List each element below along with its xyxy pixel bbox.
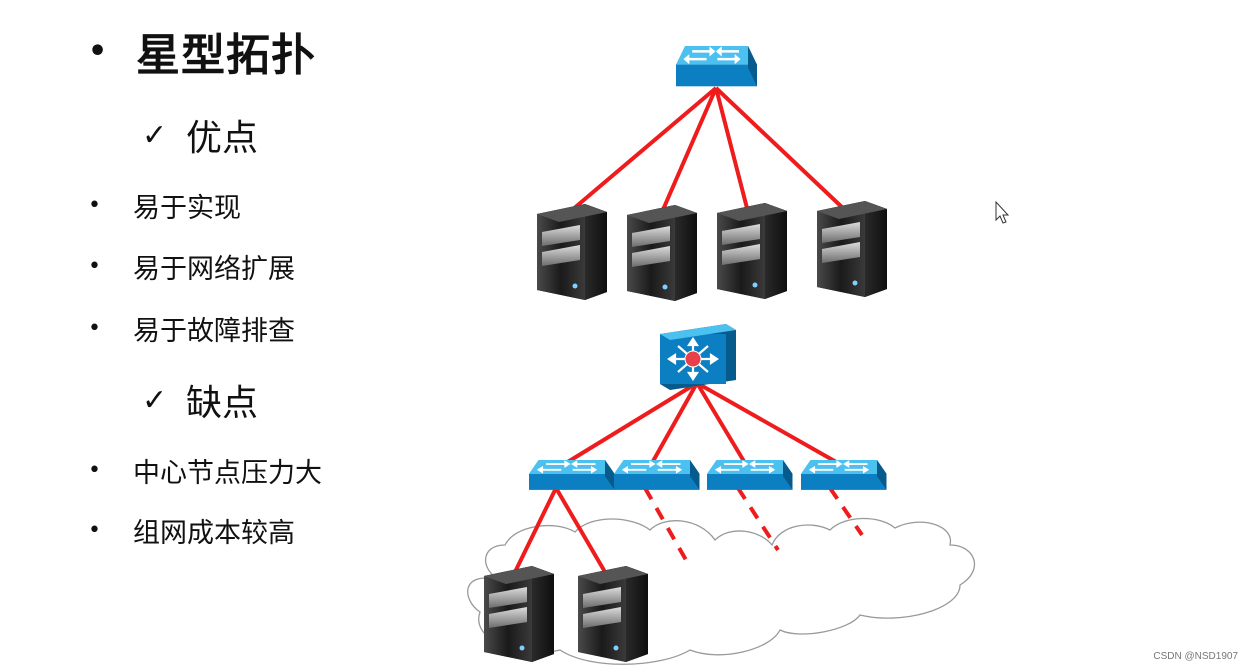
- bullet-icon: •: [88, 517, 101, 543]
- upper-links: [570, 86, 847, 213]
- bullet-icon: •: [88, 192, 101, 218]
- dashed-links: [643, 486, 864, 561]
- server-icon: [717, 203, 787, 299]
- watermark: CSDN @NSD1907: [1153, 651, 1238, 662]
- server-icon: [578, 566, 648, 662]
- list-item-text: 易于网络扩展: [133, 253, 295, 285]
- list-item-text: 中心节点压力大: [133, 457, 322, 489]
- server-icon: [817, 201, 887, 297]
- bullet-icon: •: [88, 253, 101, 279]
- cons-label: 缺点: [186, 383, 259, 424]
- slide-title: • 星型拓扑: [88, 22, 316, 81]
- pros-label: 优点: [186, 118, 259, 159]
- switch-icon: [613, 459, 701, 491]
- list-item-text: 易于故障排查: [133, 315, 295, 347]
- cons-heading: ✓ 缺点: [142, 377, 259, 425]
- switch-icon: [674, 44, 759, 88]
- server-icon: [537, 204, 607, 300]
- switch-icon: [800, 459, 888, 491]
- list-item: • 易于故障排查: [88, 310, 295, 347]
- checkmark-icon: ✓: [142, 117, 168, 153]
- server-icon: [627, 205, 697, 301]
- checkmark-icon: ✓: [142, 382, 168, 418]
- bullet-icon: •: [88, 315, 101, 341]
- list-item-text: 组网成本较高: [133, 517, 295, 549]
- server-icon: [484, 566, 554, 662]
- list-item: • 易于网络扩展: [88, 248, 295, 285]
- list-item: • 易于实现: [88, 187, 241, 224]
- switch-icon: [706, 459, 794, 491]
- access-links: [513, 486, 607, 574]
- core-links: [564, 381, 839, 465]
- mouse-cursor-icon: [995, 200, 1010, 224]
- list-item: • 组网成本较高: [88, 512, 295, 549]
- pros-heading: ✓ 优点: [142, 112, 259, 160]
- title-bullet: •: [88, 33, 108, 69]
- bullet-icon: •: [88, 457, 101, 483]
- switch-icon: [528, 459, 616, 491]
- list-item-text: 易于实现: [133, 192, 241, 224]
- title-text: 星型拓扑: [136, 30, 316, 81]
- list-item: • 中心节点压力大: [88, 452, 322, 489]
- layer3-switch-icon: [660, 324, 736, 390]
